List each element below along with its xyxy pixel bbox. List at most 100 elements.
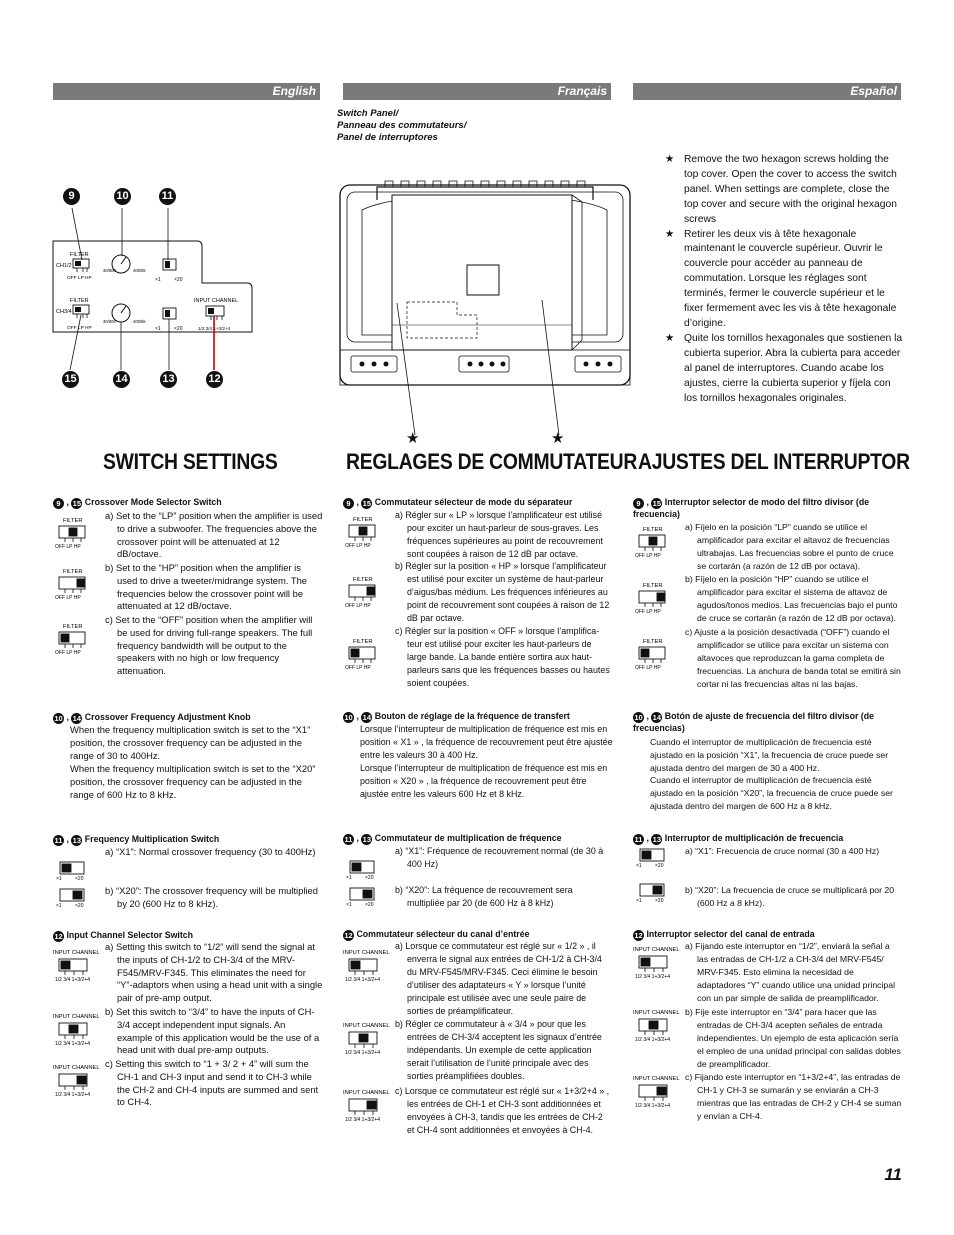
- fr-s4-a: a) Lorsque ce commutateur est réglé sur …: [395, 941, 602, 1016]
- svg-text:30/600: 30/600: [103, 268, 116, 273]
- fr-s2-p1: Lorsque l’interrupteur de multiplication…: [360, 724, 613, 760]
- x1-label: ×1: [346, 875, 352, 881]
- filter-switch-knob-icon: [358, 526, 368, 536]
- page-number: 11: [884, 1165, 902, 1184]
- filter-positions-label: OFF LP HP: [55, 544, 81, 550]
- multiplier-switch-icon: [59, 888, 85, 902]
- en-s2-header: 10 , 14 Crossover Frequency Adjustment K…: [53, 712, 251, 724]
- title-ajustes: AJUSTES DEL INTERRUPTOR: [638, 449, 910, 474]
- input-channel-positions-label: 1/2 3/4 1+3/2+4: [345, 1117, 380, 1123]
- input-channel-knob-icon: [656, 1086, 667, 1096]
- instruction-fr: ★Retirer les deux vis à tête hexagonale …: [665, 228, 897, 329]
- filter-positions-label: OFF LP HP: [635, 553, 661, 559]
- fr-s4-b: b) Régler ce commutateur à « 3/4 » pour …: [395, 1019, 602, 1081]
- input-channel-icon-label: INPUT CHANNEL: [633, 1076, 680, 1082]
- switch-panel-caption: Switch Panel/ Panneau des commutateurs/ …: [337, 108, 466, 144]
- input-channel-switch-icon: [638, 1084, 668, 1098]
- filter-switch-knob-icon: [68, 527, 78, 537]
- filter-switch-knob-icon: [640, 648, 650, 658]
- input-channel-icon-label: INPUT CHANNEL: [633, 1010, 680, 1016]
- x1-label: ×1: [346, 902, 352, 908]
- instruction-en: ★Remove the two hexagon screws holding t…: [665, 154, 897, 225]
- multiplier-switch-icon: [639, 848, 665, 862]
- multiplier-switch-icon: [59, 861, 85, 875]
- title-switch-settings: SWITCH SETTINGS: [103, 449, 278, 474]
- filter-icon-label: FILTER: [643, 527, 663, 533]
- x20-label: ×20: [75, 903, 84, 909]
- en-s1-c: c) Set to the “OFF” position when the am…: [105, 614, 313, 677]
- filter-icon-label: FILTER: [643, 583, 663, 589]
- filter-switch-knob-icon: [76, 578, 86, 588]
- multiplier-switch-icon: [349, 860, 375, 874]
- svg-text:×20: ×20: [174, 326, 183, 332]
- francais-header: Français: [343, 83, 611, 100]
- input-channel-positions-label: 1/2 3/4 1+3/2+4: [345, 1050, 380, 1056]
- fr-s3-b: b) “X20”: La fréquence de recouvrement s…: [395, 885, 573, 908]
- en-s4-header: 12 Input Channel Selector Switch: [53, 930, 194, 942]
- es-s3-b: b) “X20”: La frecuencia de cruce se mult…: [685, 885, 895, 908]
- filter-icon-label: FILTER: [63, 624, 83, 630]
- input-channel-knob-icon: [640, 957, 651, 967]
- input-channel-positions-label: 1/2 3/4 1+3/2+4: [55, 1092, 90, 1098]
- input-channel-tick-icon: [64, 971, 84, 975]
- input-channel-positions-label: 1/2 3/4 1+3/2+4: [635, 1103, 670, 1109]
- multiplier-knob-icon: [652, 885, 663, 895]
- multiplier-knob-icon: [61, 863, 72, 873]
- input-channel-icon-label: INPUT CHANNEL: [53, 950, 100, 956]
- input-channel-icon-label: INPUT CHANNEL: [343, 1023, 390, 1029]
- filter-icon-label: FILTER: [63, 518, 83, 524]
- svg-text:★: ★: [406, 430, 419, 445]
- input-channel-switch-icon: [58, 1022, 88, 1036]
- input-channel-switch-icon: [58, 1073, 88, 1087]
- filter-icon-label: FILTER: [353, 639, 373, 645]
- amplifier-top-view-illustration: ★ ★: [339, 180, 631, 445]
- filter-positions-label: OFF LP HP: [55, 595, 81, 601]
- x1-label: ×1: [56, 876, 62, 882]
- multiplier-knob-icon: [641, 850, 652, 860]
- input-channel-switch-icon: [348, 958, 378, 972]
- svg-text:×20: ×20: [174, 277, 183, 283]
- callout-15: 15: [62, 371, 79, 388]
- es-s4-a: a) Fijando este interruptor en “1/2”, en…: [685, 941, 896, 1003]
- x1-label: ×1: [636, 898, 642, 904]
- x20-label: ×20: [75, 876, 84, 882]
- svg-text:CH3/4: CH3/4: [56, 309, 72, 315]
- svg-text:INPUT CHANNEL: INPUT CHANNEL: [194, 298, 238, 304]
- input-channel-tick-icon: [644, 1031, 664, 1035]
- multiplier-switch-icon: [639, 883, 665, 897]
- callout-9: 9: [63, 188, 80, 205]
- multiplier-switch-icon: [349, 887, 375, 901]
- filter-icon-label: FILTER: [643, 639, 663, 645]
- input-channel-knob-icon: [68, 1024, 79, 1034]
- svg-text:×1: ×1: [155, 326, 161, 332]
- callout-14: 14: [113, 371, 130, 388]
- input-channel-tick-icon: [354, 971, 374, 975]
- callout-11: 11: [159, 188, 176, 205]
- es-s4-b: b) Fije este interruptor en “3/4” para h…: [685, 1007, 901, 1069]
- filter-tick-icon: [354, 659, 372, 663]
- svg-text:CH1/2: CH1/2: [56, 263, 72, 269]
- filter-positions-label: OFF LP HP: [635, 665, 661, 671]
- filter-switch-knob-icon: [60, 633, 70, 643]
- filter-switch-icon: [58, 525, 86, 539]
- en-s1-a: a) Set to the “LP” position when the amp…: [105, 510, 323, 560]
- filter-tick-icon: [644, 603, 662, 607]
- input-channel-tick-icon: [64, 1086, 84, 1090]
- multiplier-knob-icon: [362, 889, 373, 899]
- filter-switch-icon: [58, 631, 86, 645]
- filter-icon-label: FILTER: [353, 577, 373, 583]
- input-channel-icon-label: INPUT CHANNEL: [343, 950, 390, 956]
- x20-label: ×20: [655, 898, 664, 904]
- fr-s2-header: 10 , 14 Bouton de réglage de la fréquenc…: [343, 711, 570, 723]
- filter-positions-label: OFF LP HP: [345, 603, 371, 609]
- svg-text:30/600: 30/600: [103, 319, 116, 324]
- filter-switch-knob-icon: [350, 648, 360, 658]
- input-channel-positions-label: 1/2 3/4 1+3/2+4: [345, 977, 380, 983]
- x20-label: ×20: [365, 902, 374, 908]
- input-channel-tick-icon: [64, 1035, 84, 1039]
- filter-icon-label: FILTER: [353, 517, 373, 523]
- input-channel-knob-icon: [76, 1075, 87, 1085]
- es-s2-header: 10 , 14 Botón de ajuste de frecuencia de…: [633, 711, 875, 733]
- callout-13: 13: [160, 371, 177, 388]
- switch-panel-diagram: FILTER CH1/2 OFF LP HP 30/600 400/8k ×1 …: [52, 207, 253, 371]
